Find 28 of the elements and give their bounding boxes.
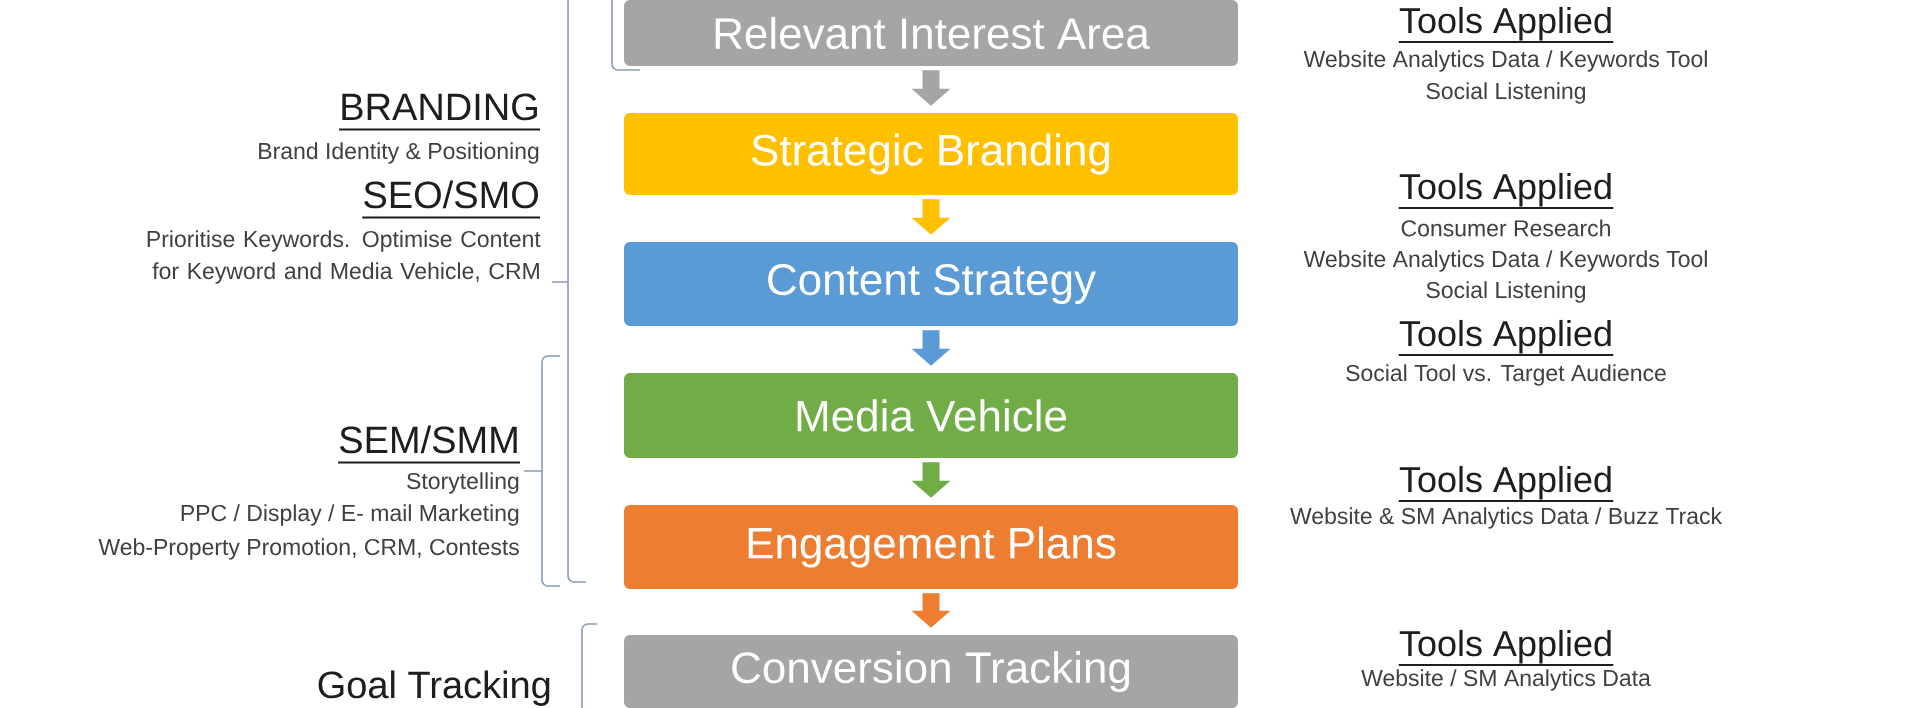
description-text: Prioritise Keywords. Optimise Content for Keyword and Media Vehicle, CRM [147, 230, 541, 284]
heading: SEM/SMM [337, 425, 521, 464]
heading: Tools Applied [1397, 6, 1615, 43]
description-text: Brand Identity & Positioning [259, 142, 539, 164]
process-box: Engagement Plans [624, 505, 1238, 589]
description-text: PPC / Display / E- mail Marketing [181, 504, 519, 526]
tool-text: Website / SM Analytics Data [1361, 669, 1651, 691]
heading: SEO/SMO [361, 180, 541, 219]
heading: Tools Applied [1397, 319, 1615, 356]
tool-text: Website Analytics Data / Keywords Tool [1303, 250, 1707, 272]
description-text: Storytelling [407, 472, 519, 494]
heading: Tools Applied [1397, 172, 1615, 209]
tool-text: Social Listening [1426, 281, 1585, 303]
heading: Goal Tracking [318, 670, 550, 706]
process-box: Strategic Branding [624, 113, 1238, 195]
process-box: Content Strategy [624, 242, 1238, 326]
tool-text: Website Analytics Data / Keywords Tool [1303, 50, 1707, 72]
heading: Tools Applied [1397, 629, 1615, 666]
heading: BRANDING [338, 93, 541, 131]
heading: Tools Applied [1397, 465, 1615, 502]
process-box: Conversion Tracking [624, 635, 1238, 708]
tool-text: Social Listening [1426, 82, 1585, 104]
process-box: Media Vehicle [624, 373, 1238, 458]
tool-text: Consumer Research [1401, 219, 1610, 237]
tool-text: Website & SM Analytics Data / Buzz Track [1290, 507, 1723, 529]
description-text: Web-Property Promotion, CRM, Contests [98, 538, 519, 560]
process-box: Relevant Interest Area [624, 0, 1238, 66]
tool-text: Social Tool vs. Target Audience [1346, 364, 1666, 386]
